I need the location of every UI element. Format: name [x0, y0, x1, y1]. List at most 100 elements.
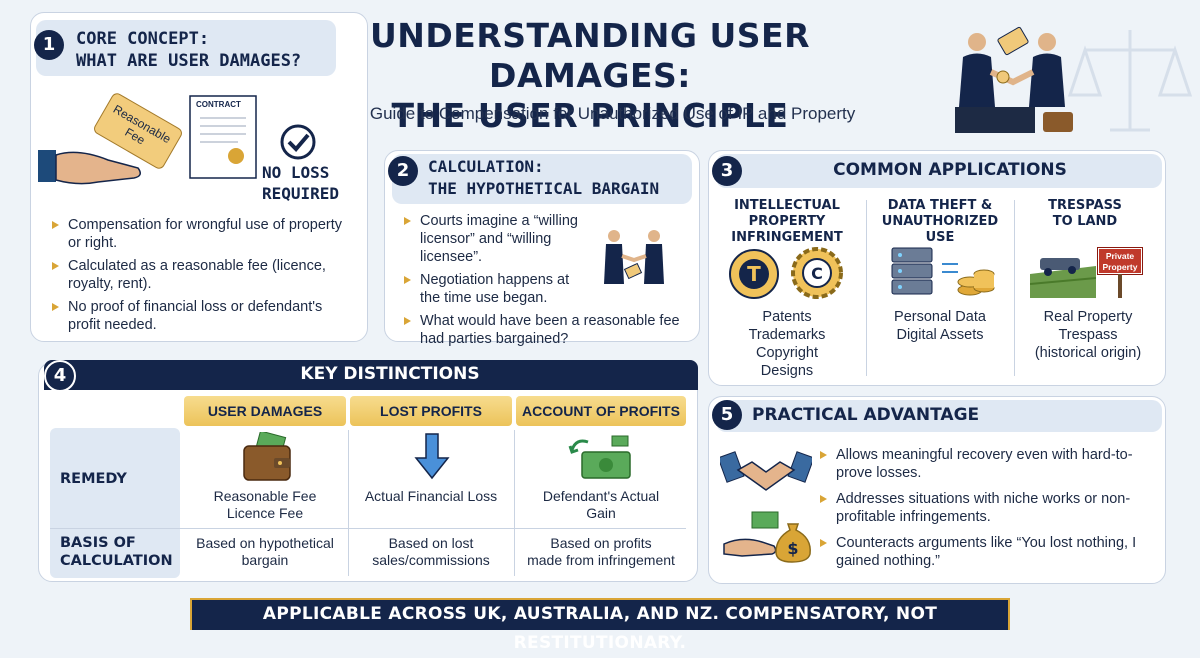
panel-1-header	[36, 20, 336, 76]
cell-line: sales/commissions	[372, 552, 490, 568]
svg-text:$: $	[787, 539, 798, 558]
section-5-bullets: Allows meaningful recovery even with har…	[820, 446, 1160, 575]
cell-line: Based on lost	[388, 535, 474, 551]
trademark-icon: T	[729, 249, 779, 299]
section-5-heading: PRACTICAL ADVANTAGE	[752, 405, 980, 425]
column-title-line: DATA THEFT &	[887, 198, 993, 213]
column-title-line: TRESPASS	[1048, 198, 1122, 213]
column-divider	[514, 430, 515, 576]
section-number-4: 4	[44, 360, 76, 392]
ip-items: Patents Trademarks Copyright Designs	[712, 308, 862, 380]
row-divider	[50, 528, 686, 529]
coins-icon	[942, 263, 995, 296]
row-label-basis-line-2: CALCULATION	[60, 553, 173, 569]
panel-3-header	[716, 154, 1162, 188]
basis-account-of-profits: Based on profits made from infringement	[516, 535, 686, 569]
hand-icon	[38, 150, 141, 185]
sign-line-2: Property	[1102, 262, 1138, 272]
column-divider	[866, 200, 867, 376]
cell-line: Gain	[586, 505, 616, 521]
data-items: Personal Data Digital Assets	[870, 308, 1010, 344]
list-item: Trademarks	[748, 327, 826, 343]
handshake-icon	[720, 451, 812, 491]
trespass-items: Real Property Trespass (historical origi…	[1020, 308, 1156, 362]
cell-line: Defendant's Actual	[542, 488, 660, 504]
list-item: (historical origin)	[1034, 345, 1142, 361]
list-item: Digital Assets	[896, 327, 984, 343]
panel-4-header	[44, 360, 698, 390]
cash-icon	[568, 435, 631, 479]
copyright-icon: C	[791, 247, 843, 299]
sign-post	[1118, 274, 1122, 298]
list-item: Patents	[762, 309, 812, 325]
down-arrow-icon	[414, 433, 450, 480]
panel-5-header	[716, 400, 1162, 432]
list-item: Personal Data	[894, 309, 986, 325]
remedy-account-of-profits: Defendant's Actual Gain	[516, 488, 686, 522]
cell-line: Reasonable Fee	[213, 488, 317, 504]
svg-text:T: T	[747, 262, 761, 286]
panel-2-header	[392, 154, 692, 204]
section-2-heading-line-1: CALCULATION:	[428, 157, 544, 176]
list-item: Counteracts arguments like “You lost not…	[820, 534, 1160, 570]
svg-text:C: C	[811, 264, 823, 283]
column-account-of-profits: ACCOUNT OF PROFITS	[516, 396, 686, 426]
column-divider	[1014, 200, 1015, 376]
sign-line-1: Private	[1105, 251, 1135, 261]
section-1-heading: CORE CONCEPT: WHAT ARE USER DAMAGES?	[76, 28, 301, 72]
page-title: UNDERSTANDING USER DAMAGES: THE USER PRI…	[310, 16, 870, 136]
cell-line: Actual Financial Loss	[364, 488, 498, 504]
section-number-5: 5	[712, 400, 742, 430]
list-item: Designs	[760, 363, 814, 379]
list-item: What would have been a reasonable fee ha…	[404, 312, 694, 348]
contract-icon	[189, 95, 257, 179]
cell-line: Based on profits	[550, 535, 652, 551]
section-2-bullets: Courts imagine a “willing licensor” and …	[404, 212, 694, 353]
section-1-heading-line-2: WHAT ARE USER DAMAGES?	[76, 51, 302, 71]
list-item: Negotiation happens at the time use bega…	[404, 271, 590, 307]
column-lost-profits: LOST PROFITS	[350, 396, 512, 426]
list-item: No proof of financial loss or defendant'…	[52, 298, 352, 334]
list-item: Real Property	[1043, 309, 1133, 325]
section-number-1: 1	[34, 30, 64, 60]
row-label-basis: BASIS OF CALCULATION	[60, 534, 173, 570]
section-2-heading-line-2: THE HYPOTHETICAL BARGAIN	[428, 179, 660, 198]
column-user-damages: USER DAMAGES	[184, 396, 346, 426]
server-icon	[891, 247, 933, 295]
section-1-heading-line-1: CORE CONCEPT:	[76, 29, 210, 49]
small-handshake-icon	[604, 230, 664, 284]
car-icon	[1030, 258, 1096, 298]
application-column-title-trespass: TRESPASS TO LAND	[1020, 198, 1150, 230]
list-item: Copyright	[755, 345, 819, 361]
section-number-2: 2	[388, 156, 418, 186]
section-number-3: 3	[712, 156, 742, 186]
list-item: Compensation for wrongful use of propert…	[52, 216, 352, 252]
title-line-1: UNDERSTANDING USER DAMAGES:	[369, 16, 810, 95]
table-label-column	[50, 428, 180, 578]
section-4-heading: KEY DISTINCTIONS	[300, 364, 480, 384]
list-item: Courts imagine a “willing licensor” and …	[404, 212, 600, 266]
row-label-basis-line-1: BASIS OF	[60, 535, 136, 551]
section-2-heading: CALCULATION: THE HYPOTHETICAL BARGAIN	[428, 156, 659, 200]
contract-label: CONTRACT	[196, 100, 241, 109]
remedy-lost-profits: Actual Financial Loss	[350, 488, 512, 505]
list-item: Addresses situations with niche works or…	[820, 490, 1160, 526]
column-title-line: INTELLECTUAL PROPERTY	[734, 198, 840, 229]
footer-banner: APPLICABLE ACROSS UK, AUSTRALIA, AND NZ.…	[190, 598, 1010, 653]
list-item: Calculated as a reasonable fee (licence,…	[52, 257, 352, 293]
no-loss-line-1: NO LOSS	[262, 163, 330, 182]
no-loss-label: NO LOSS REQUIRED	[262, 162, 339, 204]
row-label-remedy: REMEDY	[60, 471, 127, 487]
column-title-line: UNAUTHORIZED USE	[881, 214, 999, 245]
businessmen-handshake-icon	[955, 26, 1073, 133]
checkmark-icon	[280, 124, 316, 160]
cell-line: made from infringement	[527, 552, 675, 568]
cell-line: bargain	[241, 552, 289, 568]
application-column-title-data: DATA THEFT & UNAUTHORIZED USE	[870, 198, 1010, 246]
page-subtitle: A Guide to Compensation for Unauthorized…	[354, 104, 856, 123]
application-column-title-ip: INTELLECTUAL PROPERTY INFRINGEMENT	[712, 198, 862, 246]
wallet-icon	[243, 432, 291, 481]
section-3-heading: COMMON APPLICATIONS	[833, 160, 1067, 180]
list-item: Trespass	[1058, 327, 1118, 343]
column-divider	[348, 430, 349, 576]
